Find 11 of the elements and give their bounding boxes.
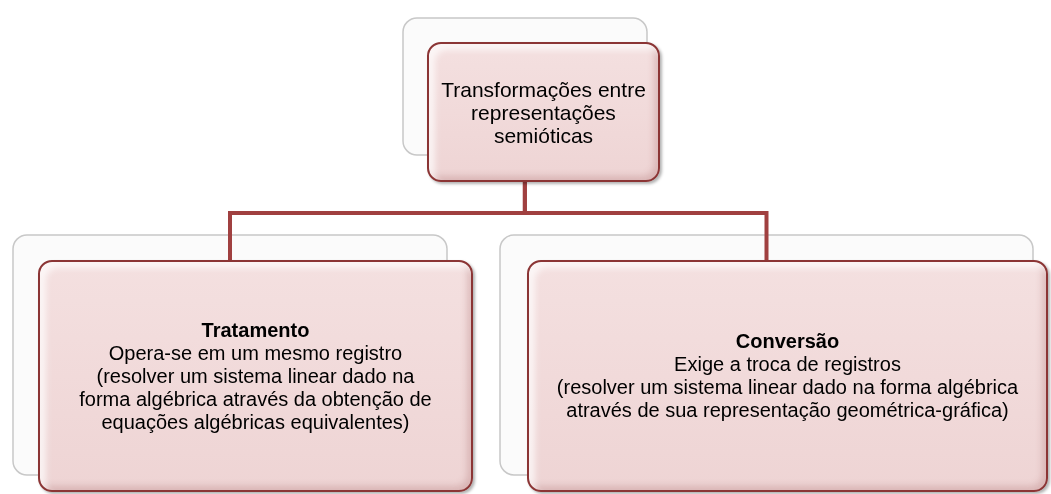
- process-box: [38, 260, 473, 492]
- box-text: Exige a troca de registros: [674, 353, 901, 376]
- box-title: Transformações entre representações semióticas: [440, 77, 647, 147]
- process-box: [427, 42, 660, 182]
- box-text: Opera-se em um mesmo registro: [108, 341, 403, 365]
- box-heading: Tratamento: [201, 318, 310, 342]
- box-text: (resolver um sistema linear dado na forma algébrica através da obtenção de equações algébricas equivalentes): [78, 364, 433, 434]
- process-box: [527, 260, 1048, 492]
- connector-line: [522, 182, 769, 260]
- box-heading: Conversão: [735, 330, 840, 353]
- box-text: (resolver um sistema linear dado na forma algébrica através de sua representação geométrica-gráfica): [555, 376, 1020, 422]
